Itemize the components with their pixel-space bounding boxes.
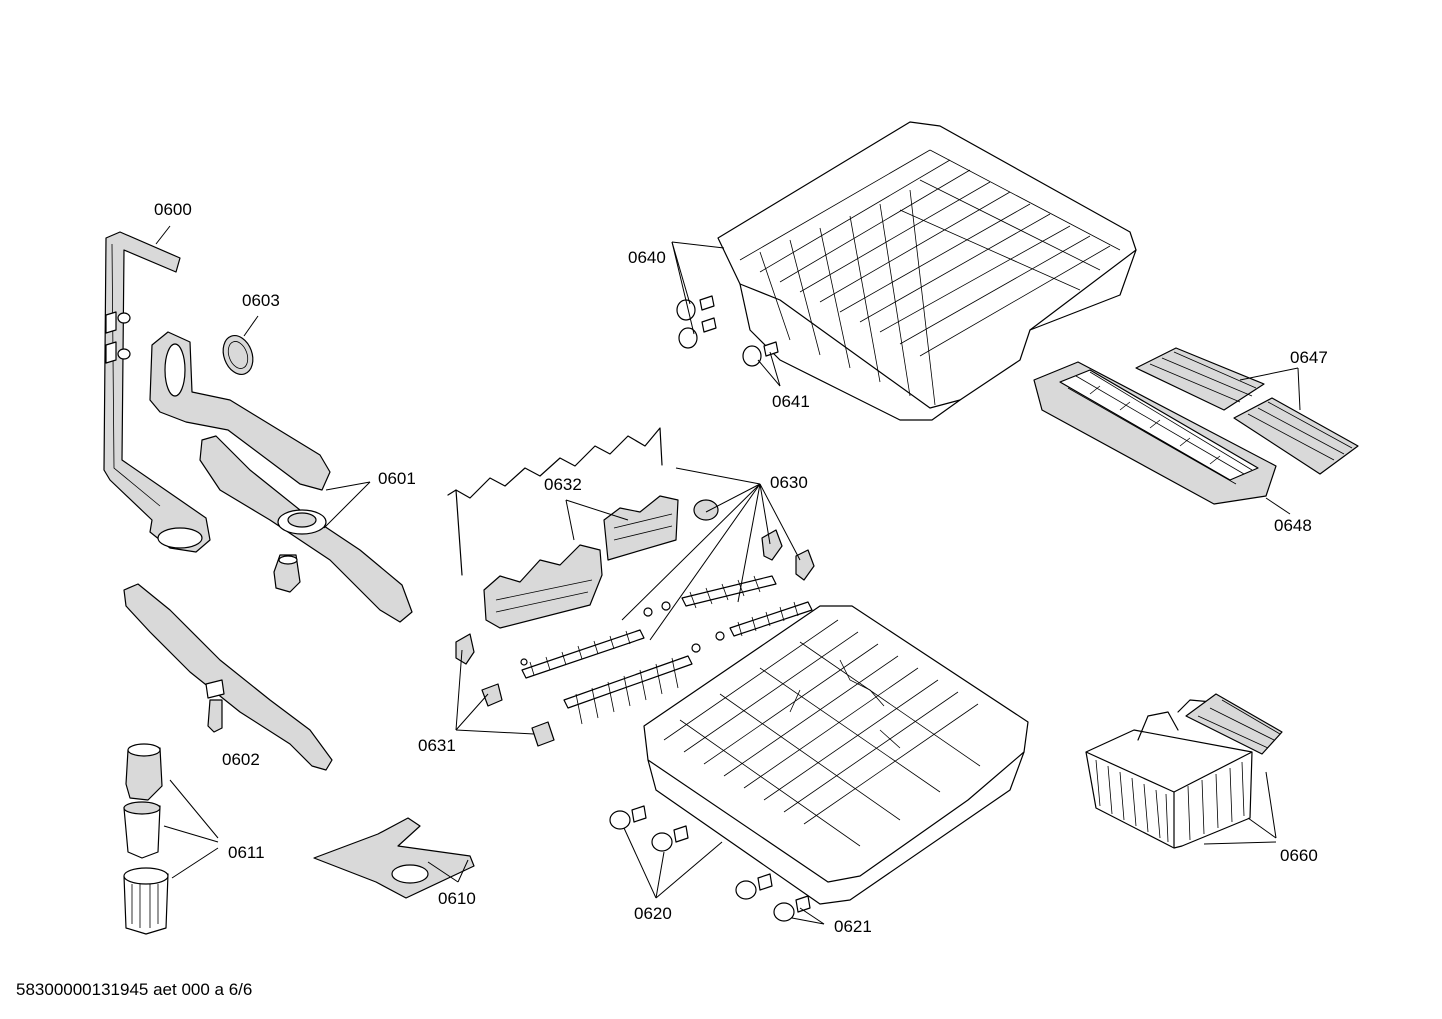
leader-lines [155,225,1301,925]
callout-0611: 0611 [228,843,265,862]
callout-0660: 0660 [1280,846,1318,865]
filter-set-0611 [123,743,169,935]
callout-0621: 0621 [834,917,872,936]
nozzle-cap-0603 [222,335,254,375]
callout-0647: 0647 [1290,348,1328,367]
tine-rows-0630 [520,529,815,725]
callout-0610: 0610 [438,889,476,908]
flat-filter-0610 [313,817,475,899]
callout-0630: 0630 [770,473,808,492]
cutlery-insert-0647 [1135,347,1359,475]
callout-0602: 0602 [222,750,260,769]
supply-pipe-0600 [103,231,211,553]
callout-0620: 0620 [634,904,672,923]
cup-shelf-0632 [447,427,719,629]
callout-0603: 0603 [242,291,280,310]
document-reference: 58300000131945 aet 000 a 6/6 [16,980,253,999]
callout-labels: 0600 0603 0601 0602 0611 0610 0632 0630 … [154,200,1328,936]
clips-0631 [455,633,555,747]
cutlery-basket-0660 [1085,693,1283,849]
cutlery-tray-0648 [1033,361,1277,505]
callout-0648: 0648 [1274,516,1312,535]
callout-0600: 0600 [154,200,192,219]
callout-0631: 0631 [418,736,456,755]
callout-0632: 0632 [544,475,582,494]
lower-spray-arm-0602 [123,583,333,771]
upper-spray-arm-0601 [149,331,413,623]
upper-basket-0640 [676,121,1137,421]
callout-0601: 0601 [378,469,416,488]
callout-0640: 0640 [628,248,666,267]
callout-0641: 0641 [772,392,810,411]
lower-basket-0620 [609,605,1029,922]
